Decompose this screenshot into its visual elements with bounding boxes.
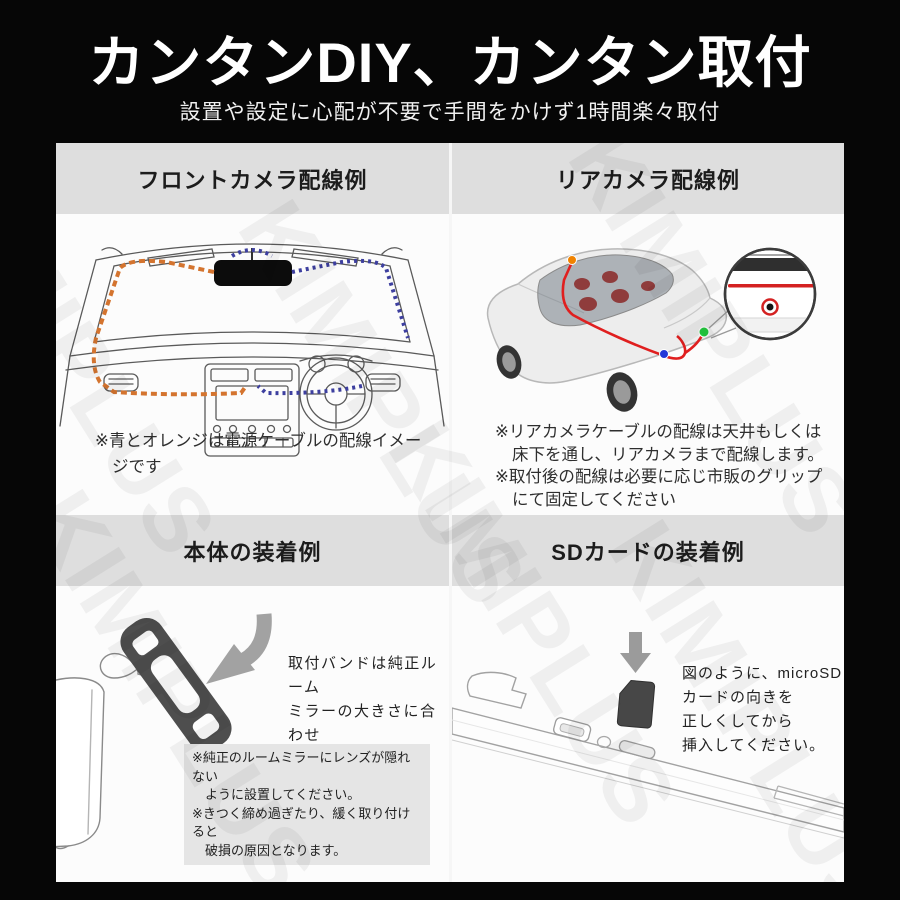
panel-title-front-wiring: フロントカメラ配線例 <box>56 143 449 214</box>
rear-wiring-note: ※リアカメラケーブルの配線は天井もしくは 床下を通し、リアカメラまで配線します。… <box>495 423 824 509</box>
car-seats <box>574 271 655 311</box>
sd-card-slot <box>618 740 656 760</box>
red-cable <box>561 261 687 360</box>
micro-sd-card <box>616 679 656 729</box>
mount-strap <box>120 617 232 753</box>
panel-sd-card: 図のように、microSD カードの向きを 正しくしてから 挿入してください。 <box>452 586 844 882</box>
panel-mount: 取付バンドは純正ルーム ミラーの大きさに合わせ て調整してください。 ※純正のル… <box>56 586 449 882</box>
rearview-mirror-side <box>56 677 105 848</box>
down-arrow-icon <box>620 632 651 673</box>
mount-hook <box>99 653 139 679</box>
front-connector-dot <box>567 255 577 265</box>
down-left-arrow-icon <box>206 613 272 684</box>
blue-cable <box>291 258 410 339</box>
mount-note-box: ※純正のルームミラーにレンズが隠れない ように設置してください。 ※きつく締め過… <box>184 744 430 865</box>
mount-bracket <box>466 671 527 709</box>
car-interior-wiring-illustration <box>59 243 445 457</box>
mirror-strap-illustration <box>56 613 272 850</box>
panel-title-mount: 本体の装着例 <box>56 515 449 586</box>
rear-camera-callout <box>723 247 817 341</box>
mirror-dashcam <box>214 260 292 286</box>
usb-port <box>553 717 592 742</box>
content-board: フロントカメラ配線例 リアカメラ配線例 本体の装着例 SDカードの装着例 <box>56 143 844 882</box>
wheels <box>496 345 638 412</box>
panel-rear-wiring: ※リアカメラケーブルの配線は天井もしくは 床下を通し、リアカメラまで配線します。… <box>452 214 844 515</box>
panel-title-sd-card: SDカードの装着例 <box>452 515 844 586</box>
page-title: カンタンDIY、カンタン取付 <box>88 31 812 94</box>
steering-wheel <box>299 357 373 431</box>
rear-connector-dot-blue <box>659 349 669 359</box>
sedan-rear-wiring-illustration <box>486 247 817 412</box>
rear-connector-dot-green <box>698 326 710 338</box>
column-divider <box>449 143 452 882</box>
reset-button <box>596 735 612 749</box>
page-subtitle: 設置や設定に心配が不要で手間をかけず1時間楽々取付 <box>179 101 721 124</box>
header: カンタンDIY、カンタン取付 設置や設定に心配が不要で手間をかけず1時間楽々取付 <box>0 0 900 143</box>
sd-card-caption: 図のように、microSD カードの向きを 正しくしてから 挿入してください。 <box>682 665 843 754</box>
orange-cable <box>91 258 248 397</box>
car-interior <box>537 254 674 327</box>
sd-card-insertion-illustration <box>452 632 844 839</box>
panel-title-rear-wiring: リアカメラ配線例 <box>452 143 844 214</box>
front-wiring-note: ※青とオレンジは電源ケーブルの配線イメー ジです <box>95 432 422 476</box>
panel-front-wiring: ※青とオレンジは電源ケーブルの配線イメー ジです <box>56 214 449 515</box>
